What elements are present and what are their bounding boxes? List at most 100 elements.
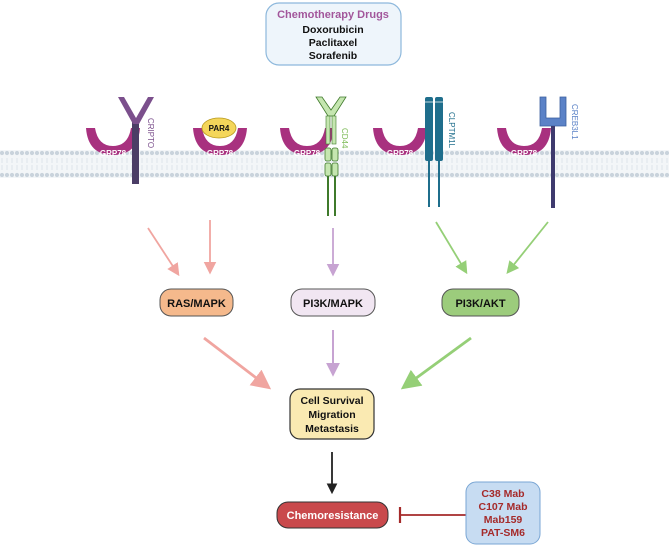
lipid-head — [574, 172, 580, 178]
lipid-head — [409, 172, 415, 178]
lipid-head — [429, 172, 435, 178]
lipid-head — [619, 150, 625, 156]
chemoresistance-box: Chemoresistance — [276, 501, 389, 529]
lipid-head — [234, 172, 240, 178]
lipid-head — [9, 172, 15, 178]
lipid-head — [194, 172, 200, 178]
creb3l1-label: CREB3L1 — [570, 104, 579, 140]
lipid-head — [19, 150, 25, 156]
lipid-head — [499, 172, 505, 178]
lipid-head — [84, 172, 90, 178]
lipid-head — [154, 172, 160, 178]
lipid-head — [489, 172, 495, 178]
lipid-head — [79, 172, 85, 178]
outcome-box: Cell Survival Migration Metastasis — [289, 388, 375, 440]
lipid-head — [224, 172, 230, 178]
lipid-head — [94, 172, 100, 178]
lipid-head — [354, 150, 360, 156]
lipid-head — [174, 172, 180, 178]
lipid-head — [319, 172, 325, 178]
lipid-head — [159, 150, 165, 156]
lipid-head — [599, 150, 605, 156]
lipid-head — [529, 172, 535, 178]
lipid-head — [119, 172, 125, 178]
grp78-label: GRP78 — [511, 149, 538, 158]
lipid-head — [489, 150, 495, 156]
lipid-head — [389, 172, 395, 178]
lipid-head — [24, 150, 30, 156]
lipid-head — [9, 150, 15, 156]
lipid-head — [244, 150, 250, 156]
lipid-head — [499, 150, 505, 156]
lipid-head — [494, 172, 500, 178]
lipid-head — [79, 150, 85, 156]
lipid-head — [109, 172, 115, 178]
lipid-head — [649, 150, 655, 156]
lipid-head — [29, 150, 35, 156]
pathway-ras-mapk: RAS/MAPK — [159, 288, 234, 317]
lipid-head — [14, 150, 20, 156]
lipid-head — [54, 150, 60, 156]
lipid-head — [374, 150, 380, 156]
lipid-head — [664, 150, 669, 156]
lipid-head — [574, 150, 580, 156]
lipid-head — [639, 150, 645, 156]
lipid-head — [394, 172, 400, 178]
lipid-head — [414, 150, 420, 156]
lipid-head — [24, 172, 30, 178]
lipid-head — [149, 172, 155, 178]
lipid-head — [374, 172, 380, 178]
lipid-head — [454, 150, 460, 156]
antibody-item: C107 Mab — [478, 501, 527, 513]
lipid-head — [169, 172, 175, 178]
lipid-head — [539, 150, 545, 156]
lipid-head — [114, 172, 120, 178]
lipid-head — [474, 172, 480, 178]
lipid-head — [179, 172, 185, 178]
lipid-head — [184, 172, 190, 178]
lipid-head — [604, 172, 610, 178]
lipid-head — [644, 150, 650, 156]
lipid-head — [624, 150, 630, 156]
lipid-head — [514, 172, 520, 178]
lipid-head — [349, 150, 355, 156]
lipid-head — [59, 150, 65, 156]
lipid-head — [579, 150, 585, 156]
lipid-head — [559, 150, 565, 156]
lipid-head — [269, 172, 275, 178]
lipid-head — [509, 172, 515, 178]
arrow-clptm1l-akt — [435, 221, 468, 275]
lipid-head — [449, 150, 455, 156]
lipid-head — [504, 172, 510, 178]
lipid-head — [624, 172, 630, 178]
lipid-head — [69, 172, 75, 178]
antibody-item: C38 Mab — [481, 488, 524, 500]
lipid-head — [569, 150, 575, 156]
lipid-head — [144, 172, 150, 178]
lipid-head — [404, 172, 410, 178]
lipid-head — [414, 172, 420, 178]
lipid-head — [164, 172, 170, 178]
drug-item: Paclitaxel — [309, 37, 358, 49]
lipid-head — [144, 150, 150, 156]
lipid-head — [539, 172, 545, 178]
grp78-label: GRP78 — [387, 149, 414, 158]
lipid-head — [264, 150, 270, 156]
lipid-head — [39, 172, 45, 178]
lipid-head — [244, 172, 250, 178]
lipid-head — [554, 172, 560, 178]
lipid-head — [84, 150, 90, 156]
lipid-head — [649, 172, 655, 178]
lipid-head — [209, 172, 215, 178]
lipid-head — [304, 172, 310, 178]
lipid-head — [289, 172, 295, 178]
lipid-head — [629, 172, 635, 178]
lipid-head — [34, 172, 40, 178]
lipid-head — [239, 150, 245, 156]
lipid-head — [0, 150, 5, 156]
receptor-creb3l1: GRP78 CREB3L1 — [497, 96, 579, 208]
lipid-head — [99, 172, 105, 178]
lipid-head — [594, 150, 600, 156]
lipid-head — [359, 150, 365, 156]
pi3k-mapk-label: PI3K/MAPK — [303, 298, 363, 310]
